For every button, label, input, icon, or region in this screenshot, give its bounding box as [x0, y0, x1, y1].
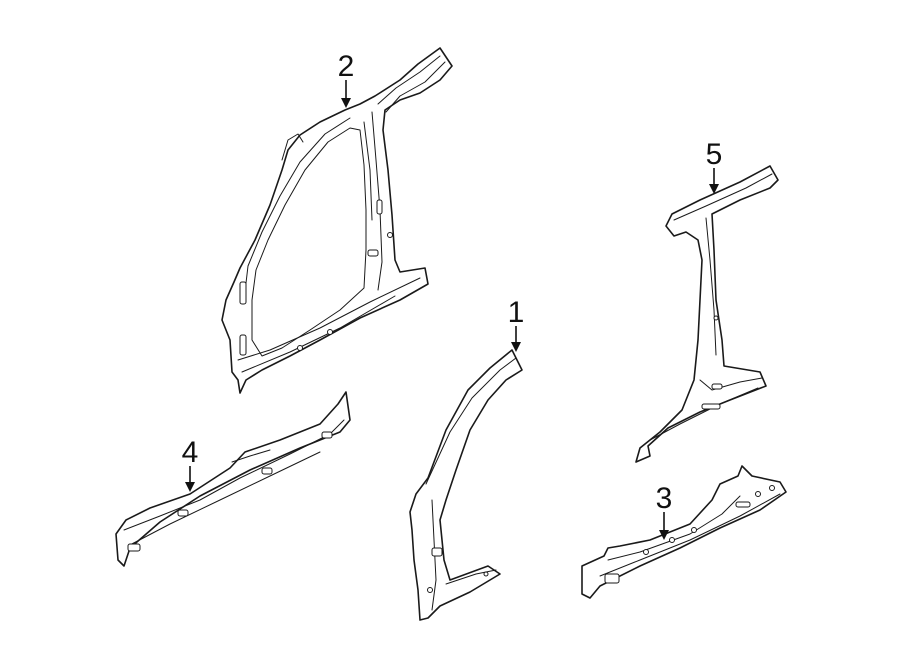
callout-1-label: 1 [508, 296, 525, 329]
part-5-center-pillar[interactable] [635, 165, 779, 463]
callout-5-label: 5 [706, 138, 723, 171]
callout-2: 2 [338, 50, 355, 108]
callout-1: 1 [508, 296, 525, 352]
callout-4: 4 [182, 436, 199, 492]
callout-3-label: 3 [656, 482, 673, 515]
callout-3: 3 [656, 482, 673, 540]
callout-5: 5 [706, 138, 723, 194]
part-1-lower-pillar[interactable] [409, 349, 523, 621]
part-4-rocker-panel[interactable] [115, 391, 351, 567]
part-2-front-pillar-frame[interactable] [221, 47, 453, 394]
part-3-inner-rocker[interactable] [581, 465, 787, 599]
callout-2-label: 2 [338, 50, 355, 83]
callout-4-label: 4 [182, 436, 199, 469]
